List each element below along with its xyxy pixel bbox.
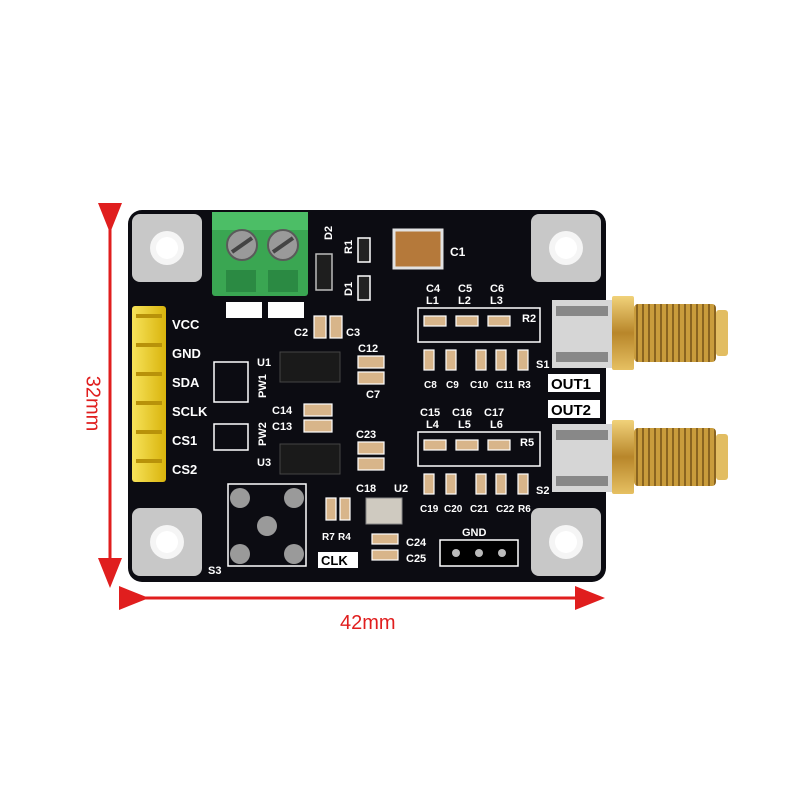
c5-label: C5 [458,283,472,295]
s2-label: S2 [536,485,549,497]
c11-label: C11 [496,380,514,391]
c17-label: C17 [484,407,504,419]
sma-connector-out1 [552,296,728,370]
c9-label: C9 [446,380,459,391]
out2-label: OUT2 [551,402,591,419]
height-dimension-label: 32mm [81,375,104,432]
d1-label: D1 [343,282,355,296]
l2-label: L2 [458,295,471,307]
mounting-hole-top-left [132,214,202,282]
pw1-label: PW1 [257,374,269,398]
pw2-label: PW2 [257,422,269,446]
r2-label: R2 [522,313,536,325]
c16-label: C16 [452,407,472,419]
l6-label: L6 [490,419,503,431]
r1-label: R1 [343,240,355,254]
c2-label: C2 [294,327,308,339]
l3-label: L3 [490,295,503,307]
r5-label: R5 [520,437,534,449]
sma-connector-out2 [552,420,728,494]
r4-label: R4 [338,532,351,543]
c4-label: C4 [426,283,441,295]
r6-label: R6 [518,504,531,515]
c3-label: C3 [346,327,360,339]
screw-terminal [212,212,308,296]
l1-label: L1 [426,295,439,307]
mounting-hole-top-right [531,214,601,282]
header-pin-sclk: SCLK [172,404,208,419]
oscillator-u2 [365,497,403,525]
header-pin-cs2: CS2 [172,462,197,477]
c15-label: C15 [420,407,440,419]
s3-label: S3 [208,565,221,577]
pin-header [132,306,166,482]
c24-label: C24 [406,537,427,549]
c23-label: C23 [356,429,376,441]
terminal-vcc-label: VCC [272,304,298,318]
c13-label: C13 [272,421,292,433]
header-pin-cs1: CS1 [172,433,197,448]
out1-label: OUT1 [551,376,591,393]
mounting-hole-bottom-left [132,508,202,576]
u2-label: U2 [394,483,408,495]
c8-label: C8 [424,380,437,391]
r7-label: R7 [322,532,335,543]
u3-label: U3 [257,457,271,469]
c12-label: C12 [358,343,378,355]
mounting-hole-bottom-right [531,508,601,576]
c14-label: C14 [272,405,293,417]
c22-label: C22 [496,504,515,515]
c7-label: C7 [366,389,380,401]
l5-label: L5 [458,419,471,431]
header-pin-sda: SDA [172,375,200,390]
u1-label: U1 [257,357,271,369]
c20-label: C20 [444,504,463,515]
chip-u3 [279,443,341,475]
c19-label: C19 [420,504,439,515]
r3-label: R3 [518,380,531,391]
width-dimension-label: 42mm [340,612,396,634]
c18-label: C18 [356,483,376,495]
l4-label: L4 [426,419,440,431]
terminal-gnd-label: GND [230,304,257,318]
s1-label: S1 [536,359,549,371]
header-pin-vcc: VCC [172,317,200,332]
c21-label: C21 [470,504,489,515]
chip-u1 [279,351,341,383]
c1-label: C1 [450,245,466,259]
tactile-switch [227,483,307,567]
header-pin-gnd: GND [172,346,201,361]
d2-label: D2 [323,226,335,240]
clk-label: CLK [321,553,348,568]
c25-label: C25 [406,553,426,565]
c6-label: C6 [490,283,504,295]
gnd-bottom-label: GND [462,527,487,539]
c10-label: C10 [470,380,489,391]
